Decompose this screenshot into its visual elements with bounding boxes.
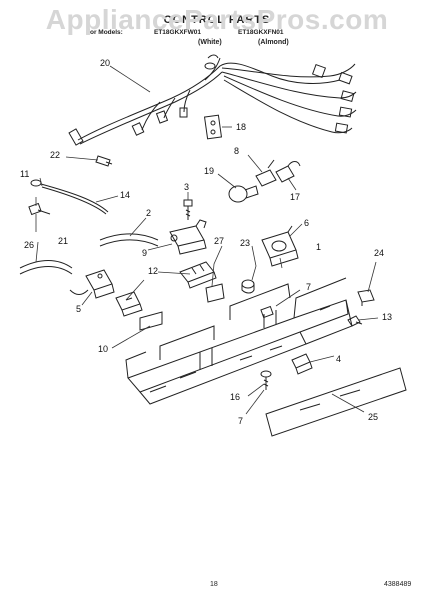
bracket-part[interactable] (179, 261, 217, 289)
callout-17: 17 (290, 192, 300, 202)
clip-part-24[interactable] (357, 289, 375, 306)
callout-2: 2 (146, 208, 151, 218)
damper-control-part[interactable] (261, 225, 299, 267)
mounting-bracket-part[interactable] (291, 353, 313, 375)
callout-14: 14 (120, 190, 130, 200)
callout-12: 12 (148, 266, 158, 276)
screw-part-16[interactable] (260, 370, 272, 390)
callout-23: 23 (240, 238, 250, 248)
callout-8: 8 (234, 146, 239, 156)
light-switch-part[interactable] (115, 291, 143, 317)
tube-part-21[interactable] (19, 260, 73, 269)
callout-4: 4 (336, 354, 341, 364)
callout-27: 27 (214, 236, 224, 246)
callout-26: 26 (24, 240, 34, 250)
callout-9: 9 (142, 248, 147, 258)
callout-3: 3 (184, 182, 189, 192)
callout-24: 24 (374, 248, 384, 258)
callout-20: 20 (100, 58, 110, 68)
wire-harness-part[interactable] (68, 54, 357, 146)
label-part[interactable] (139, 311, 163, 331)
callout-22: 22 (50, 150, 60, 160)
control-panel-overlay-part[interactable] (265, 367, 407, 437)
diagram-title: CONTROL PARTS (163, 14, 271, 26)
switch-part[interactable] (69, 269, 115, 299)
model-color-2: (Almond) (258, 39, 289, 46)
receptacle-plate-part[interactable] (203, 114, 223, 140)
callout-16: 16 (230, 392, 240, 402)
callout-7-lower: 7 (238, 416, 243, 426)
insulation-part[interactable] (205, 283, 225, 303)
control-housing-part[interactable] (125, 277, 353, 405)
models-label: For Models: (86, 29, 123, 36)
knob-part[interactable] (241, 279, 255, 294)
callout-19: 19 (204, 166, 214, 176)
screw-part-13[interactable] (347, 315, 363, 327)
model-number-2: ET18GKXFN01 (238, 29, 284, 36)
sensor-probe-parts[interactable] (28, 179, 109, 216)
callout-13: 13 (382, 312, 392, 322)
page-number: 18 (210, 581, 218, 588)
screw-part[interactable] (183, 199, 193, 220)
clip-part[interactable] (95, 155, 113, 167)
light-bulb-part[interactable] (228, 185, 259, 203)
callout-18: 18 (236, 122, 246, 132)
callout-21: 21 (58, 236, 68, 246)
callout-5: 5 (76, 304, 81, 314)
model-number-1: ET18GKXFW01 (154, 29, 201, 36)
callout-25: 25 (368, 412, 378, 422)
document-number: 4388489 (384, 581, 412, 588)
callout-7-upper: 7 (306, 282, 311, 292)
callout-10: 10 (98, 344, 108, 354)
callout-11: 11 (20, 169, 29, 179)
callout-6: 6 (304, 218, 309, 228)
light-socket-part[interactable] (255, 159, 301, 187)
tube-part[interactable] (99, 233, 159, 241)
model-color-1: (White) (198, 39, 222, 46)
callout-1: 1 (316, 242, 321, 252)
thermostat-part[interactable] (169, 219, 207, 255)
